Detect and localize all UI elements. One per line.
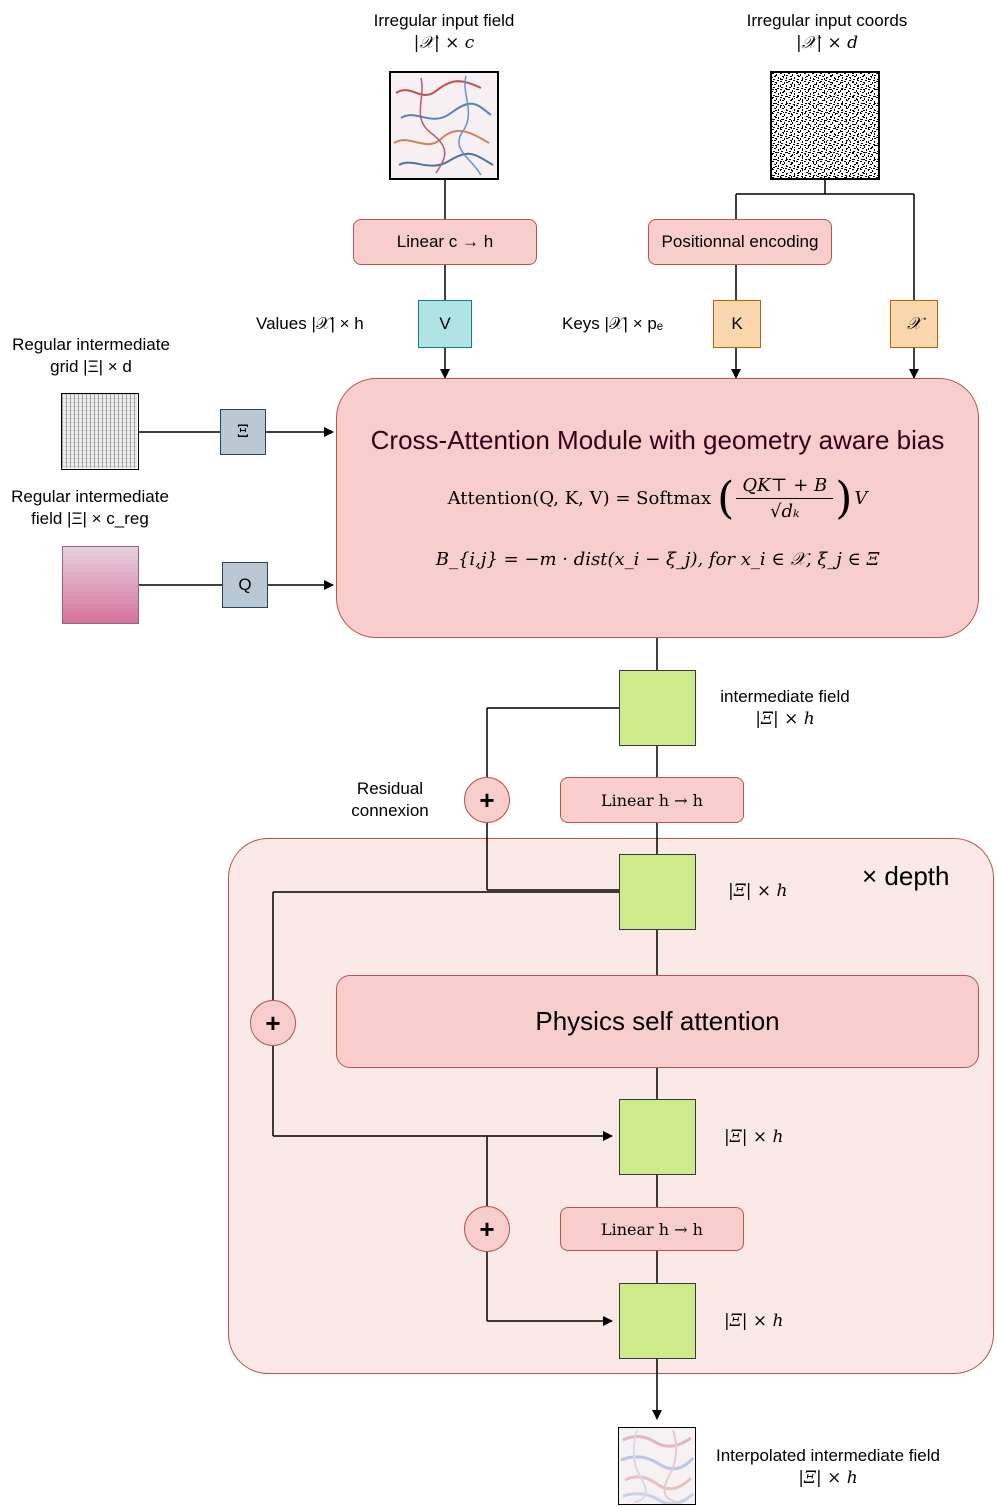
- values-label: Values |𝒳| × h: [256, 314, 364, 333]
- tag-q: Q: [222, 562, 268, 608]
- tag-xi: Ξ: [220, 409, 266, 455]
- cross-attention-module: Cross-Attention Module with geometry awa…: [336, 378, 979, 638]
- intermediate-field-label: intermediate field |Ξ| × h: [720, 687, 850, 729]
- keys-label: Keys |𝒳| × pₑ: [562, 314, 664, 333]
- input-coords-label: Irregular input coords |𝒳| × d: [746, 11, 908, 53]
- depth-label: × depth: [862, 861, 950, 891]
- tag-v: V: [418, 300, 472, 348]
- output-field-label: Interpolated intermediate field |Ξ| × h: [716, 1446, 940, 1488]
- regular-grid-label: Regular intermediate grid |Ξ| × d: [12, 335, 170, 376]
- hidden-state-dims-a: |Ξ| × h: [728, 881, 788, 901]
- input-field-thumbnail: [389, 71, 499, 180]
- depth-block: [228, 838, 994, 1374]
- residual-add-1: +: [464, 777, 510, 823]
- regular-field-label: Regular intermediate field |Ξ| × c_reg: [11, 487, 169, 528]
- hidden-state-dims-c: |Ξ| × h: [724, 1311, 784, 1331]
- input-coords-thumbnail: [770, 71, 880, 180]
- bias-equation: B_{i,j} = −m · dist(x_i − ξ_j), for x_i …: [435, 549, 880, 570]
- linear-h-to-h-block-1: Linear h → h: [560, 777, 744, 823]
- residual-label: Residual connexion: [351, 779, 429, 820]
- residual-add-3: +: [464, 1206, 510, 1252]
- hidden-state-block-c: [619, 1283, 696, 1359]
- output-field-thumbnail: [618, 1427, 696, 1505]
- positional-encoding-block: Positionnal encoding: [648, 219, 832, 265]
- residual-add-2: +: [250, 1000, 296, 1046]
- regular-field-thumbnail: [62, 546, 139, 624]
- cross-attention-title: Cross-Attention Module with geometry awa…: [370, 425, 945, 455]
- tag-k: K: [713, 300, 761, 348]
- intermediate-field-block: [619, 670, 696, 746]
- physics-self-attention-block: Physics self attention: [336, 975, 979, 1068]
- linear-c-to-h-block: Linear c → h: [353, 219, 537, 265]
- linear-h-to-h-block-2: Linear h → h: [560, 1207, 744, 1251]
- hidden-state-block-a: [619, 854, 696, 930]
- input-field-label: Irregular input field |𝒳| × c: [373, 11, 515, 53]
- attention-equation: Attention(Q, K, V) = Softmax ( QK⊤ + B √…: [447, 472, 868, 524]
- tag-x: 𝒳: [890, 300, 938, 348]
- hidden-state-dims-b: |Ξ| × h: [724, 1127, 784, 1147]
- hidden-state-block-b: [619, 1099, 696, 1175]
- regular-grid-thumbnail: [61, 393, 139, 470]
